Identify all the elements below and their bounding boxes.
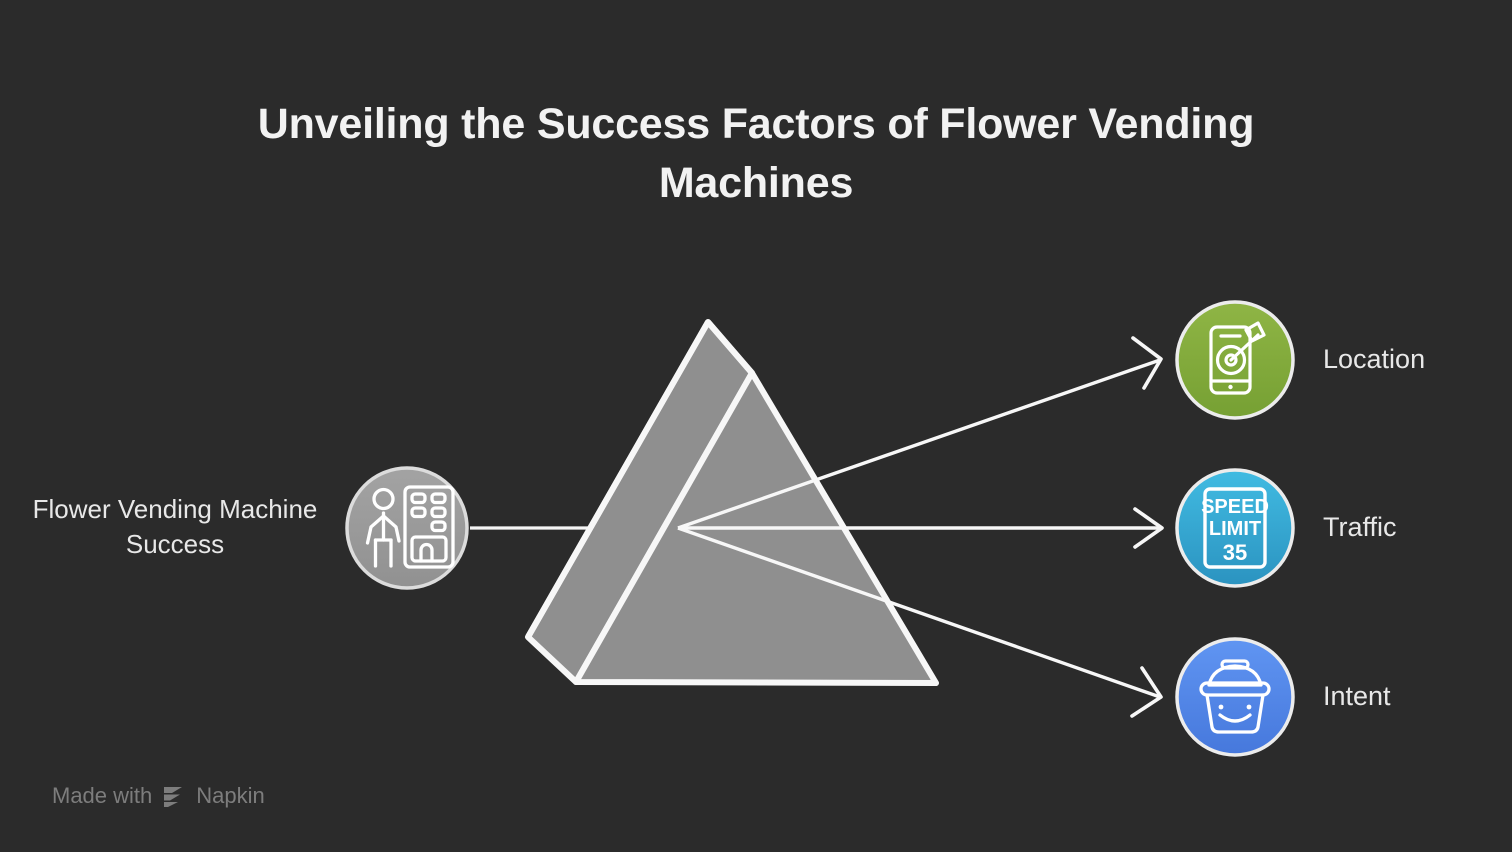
arrowhead-traffic xyxy=(1133,507,1164,549)
prism-shape xyxy=(525,319,939,686)
napkin-chevrons-icon xyxy=(161,784,187,808)
source-node-label: Flower Vending Machine Success xyxy=(32,494,318,560)
branch-node-traffic[interactable]: SPEED LIMIT 35 xyxy=(1175,468,1295,588)
branch-label-intent: Intent xyxy=(1323,681,1391,711)
vending-machine-person-icon xyxy=(365,485,455,569)
speed-limit-line1: SPEED xyxy=(1201,496,1269,518)
beam-to-intent xyxy=(677,526,1161,699)
branch-node-intent[interactable] xyxy=(1175,637,1295,757)
napkin-watermark: Made with Napkin xyxy=(52,783,265,809)
refracted-beams xyxy=(677,358,1161,699)
prism-back-edge xyxy=(525,320,711,639)
watermark-brand: Napkin xyxy=(196,783,265,808)
beam-to-location xyxy=(677,358,1161,530)
source-node[interactable] xyxy=(345,466,469,590)
page-title: Unveiling the Success Factors of Flower … xyxy=(257,100,1255,208)
branch-label-traffic: Traffic xyxy=(1323,512,1397,542)
arrowhead-intent xyxy=(1130,666,1163,718)
intent-node-circle[interactable] xyxy=(1175,637,1295,757)
branch-label-location: Location xyxy=(1323,344,1426,374)
smiling-basket-icon xyxy=(1199,659,1271,734)
arrowhead-location xyxy=(1131,336,1163,390)
prism-top-edge xyxy=(705,320,755,375)
speed-limit-line2: LIMIT xyxy=(1209,518,1261,540)
speed-limit-sign-icon: SPEED LIMIT 35 xyxy=(1201,487,1269,569)
watermark-prefix: Made with xyxy=(52,783,153,808)
speed-limit-line3: 35 xyxy=(1223,540,1247,565)
branch-node-location[interactable] xyxy=(1175,300,1295,420)
phone-target-dart-icon xyxy=(1209,321,1266,395)
arrowheads xyxy=(1130,336,1164,718)
